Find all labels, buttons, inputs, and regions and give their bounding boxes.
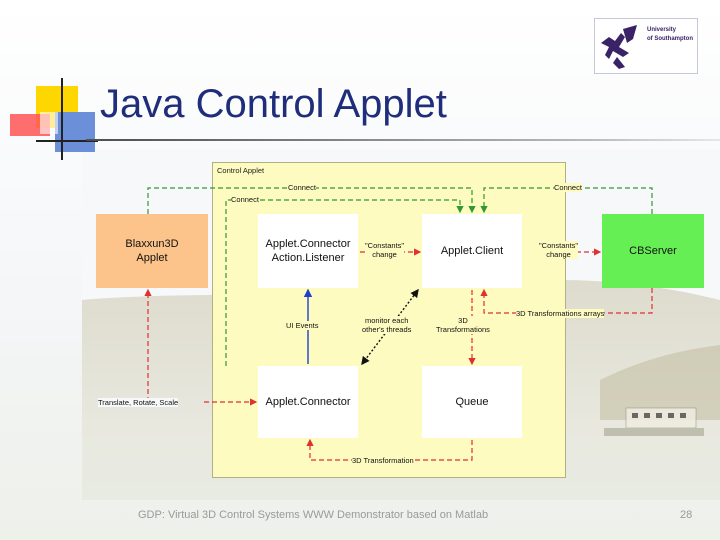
dolphin-icon bbox=[601, 25, 637, 69]
connect-label-inner: Connect bbox=[231, 195, 259, 204]
translate-rotate-scale-label: Translate, Rotate, Scale bbox=[98, 398, 179, 407]
connect-label-top-right: Connect bbox=[554, 183, 582, 192]
slide-footer: GDP: Virtual 3D Control Systems WWW Demo… bbox=[138, 509, 489, 521]
page-number: 28 bbox=[680, 509, 693, 521]
3d-transformations-label: 3D Transformations bbox=[436, 316, 490, 334]
applet-connector-node: Applet.Connector bbox=[258, 366, 358, 438]
3d-transformation-label: 3D Transformation bbox=[352, 456, 414, 465]
blaxxun3d-applet-node: Blaxxun3D Applet bbox=[96, 214, 208, 288]
monitor-threads-label: monitor each other's threads bbox=[362, 316, 412, 334]
cbserver-node: CBServer bbox=[602, 214, 704, 288]
logo-line-1: University bbox=[647, 27, 677, 33]
applet-client-node: Applet.Client bbox=[422, 214, 522, 288]
constants-change-left-label: "Constants" change bbox=[365, 241, 405, 259]
constants-change-right-label: "Constants" change bbox=[539, 241, 579, 259]
logo-line-2: of Southampton bbox=[647, 36, 693, 42]
connector-listener-node: Applet.Connector Action.Listener bbox=[258, 214, 358, 288]
3d-transformations-arrays-label: 3D Transformations arrays bbox=[516, 309, 605, 318]
slide-title: Java Control Applet bbox=[100, 82, 447, 126]
connect-label-top-left: Connect bbox=[288, 183, 316, 192]
university-logo: University of Southampton bbox=[594, 18, 698, 74]
title-underline bbox=[86, 139, 720, 141]
ui-events-label: UI Events bbox=[286, 321, 319, 330]
container-label: Control Applet bbox=[217, 166, 265, 175]
queue-node: Queue bbox=[422, 366, 522, 438]
